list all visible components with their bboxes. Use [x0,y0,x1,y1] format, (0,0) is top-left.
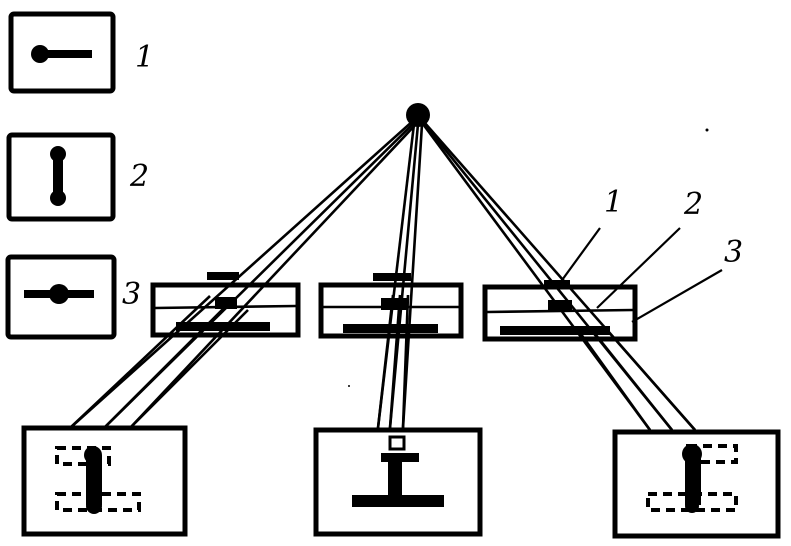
projected-image-middle [313,427,483,537]
callout-number: 3 [724,235,743,270]
legend-item-1: 1 [8,11,154,94]
legend-number: 2 [129,159,149,194]
speck [705,128,709,132]
point-source-slit-vertical-icon [50,146,66,206]
legend-item-3: 3 [5,254,141,340]
callout-number: 2 [683,187,703,222]
callout-number: 1 [604,185,623,220]
point-source-slit-crossed-icon [24,284,94,304]
legend-number: 1 [135,40,154,75]
ray-bundle-left [69,119,419,429]
ray-overlay [69,294,696,431]
legend-frame [6,132,116,222]
point-source-slit-horizontal-icon [31,45,92,63]
callouts: 1 2 3 [556,185,743,323]
legend-item-2: 2 [6,132,149,222]
legend-frame [8,11,116,94]
slit-plate-right [482,280,638,342]
slit-plate-left [150,272,301,338]
legend-frame [5,254,117,340]
speck [348,385,350,387]
legend: 1 2 3 [5,11,154,340]
legend-number: 3 [122,277,141,312]
projected-image-left [21,425,188,537]
projected-image-right [612,429,781,539]
